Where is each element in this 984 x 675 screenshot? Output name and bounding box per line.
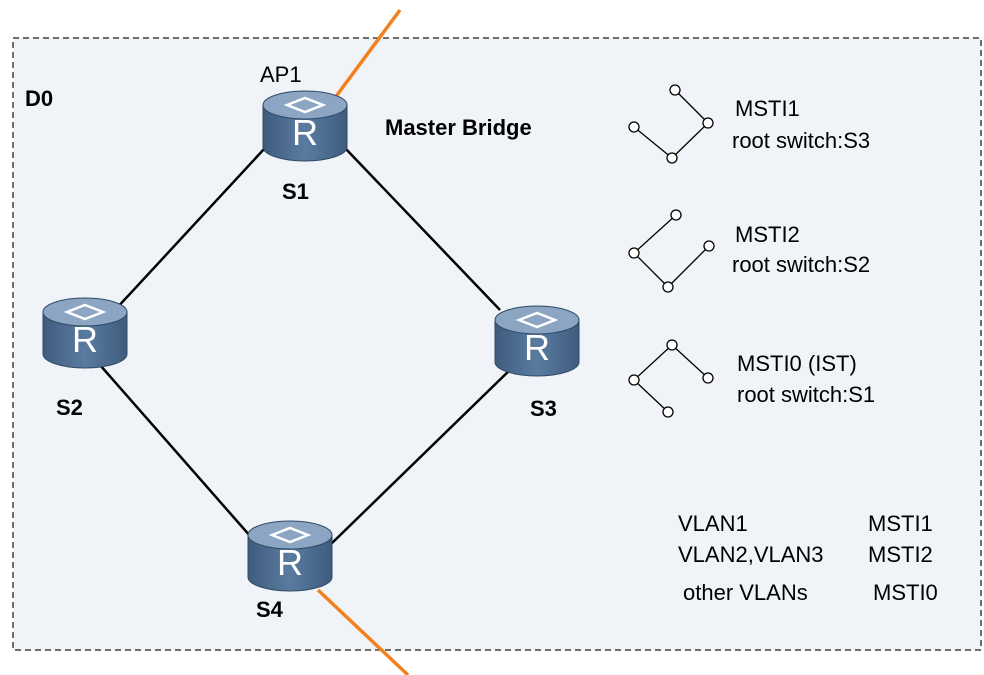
vlan-map-instance-3: MSTI0 [873, 580, 938, 605]
link-s1-s2 [114, 147, 266, 311]
msti1-tree-icon [628, 84, 714, 164]
vlan-map-instance-2: MSTI2 [868, 542, 933, 567]
vlan-map-instance-1: MSTI1 [868, 511, 933, 536]
switch-label-s3: S3 [530, 396, 557, 421]
vlan-map-vlan-2: VLAN2,VLAN3 [678, 542, 824, 567]
uplink-bottom [316, 588, 410, 675]
msti1-root: root switch:S3 [732, 128, 871, 153]
router-s2 [41, 296, 129, 370]
router-s4 [246, 519, 334, 593]
msti1-name: MSTI1 [735, 96, 800, 121]
msti0-tree-icon [628, 339, 714, 418]
switch-label-s1: S1 [282, 179, 309, 204]
router-s1 [261, 89, 349, 163]
msti2-tree-icon [628, 209, 715, 293]
msti2-root: root switch:S2 [732, 252, 871, 277]
link-s3-s4 [329, 364, 516, 546]
link-s2-s4 [99, 364, 259, 546]
master-bridge-label: Master Bridge [385, 115, 532, 140]
msti2-name: MSTI2 [735, 222, 800, 247]
link-s1-s3 [344, 147, 501, 311]
vlan-map-vlan-3: other VLANs [683, 580, 808, 605]
ap-label: AP1 [260, 62, 302, 87]
switch-label-s4: S4 [256, 597, 283, 622]
vlan-map-vlan-1: VLAN1 [678, 511, 748, 536]
switch-label-s2: S2 [56, 395, 83, 420]
msti0-root: root switch:S1 [737, 382, 876, 407]
msti0-name: MSTI0 (IST) [737, 351, 857, 376]
domain-label: D0 [25, 86, 54, 111]
router-s3 [493, 304, 581, 378]
